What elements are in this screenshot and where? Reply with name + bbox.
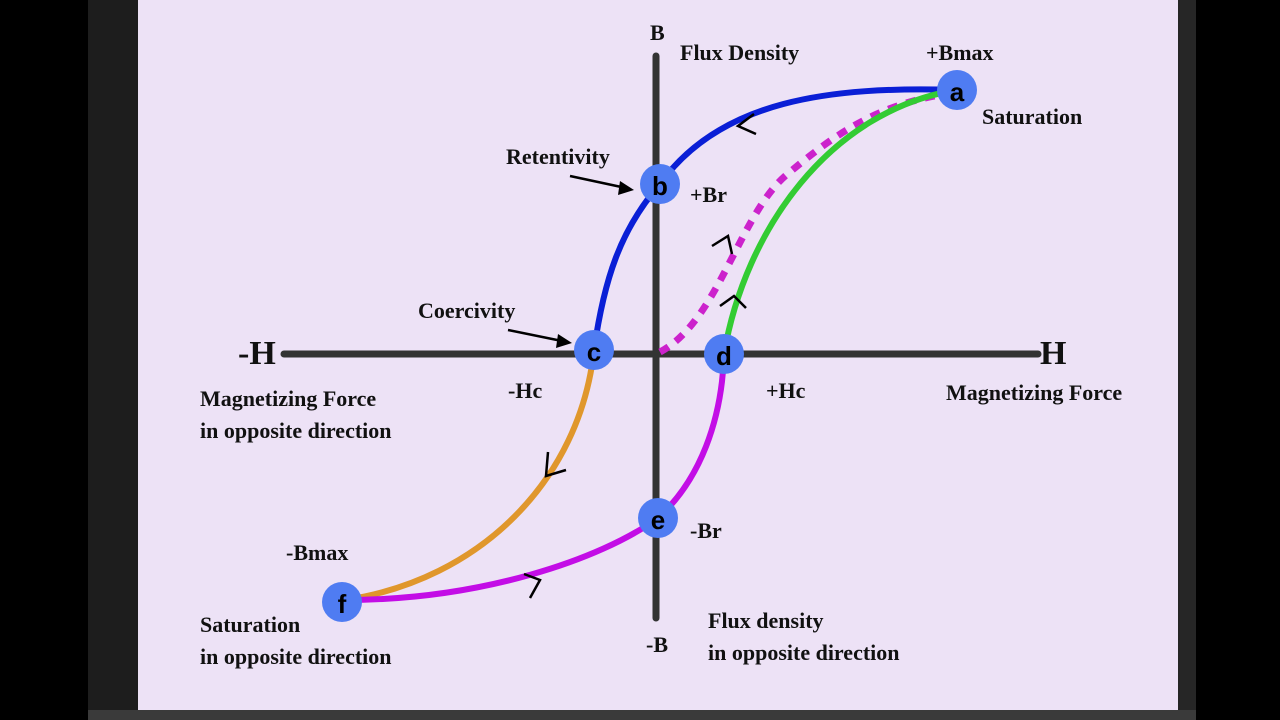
node-e: e	[638, 498, 678, 538]
magnetizing-force-label: Magnetizing Force	[946, 380, 1122, 405]
node-a: a	[937, 70, 977, 110]
svg-text:d: d	[716, 341, 732, 371]
plus-bmax-label: +Bmax	[926, 40, 994, 65]
axis-h-label: H	[1040, 335, 1066, 372]
flux-density-opposite-line1: Flux density	[708, 608, 824, 633]
left-black-bar	[0, 0, 88, 720]
curve-e-to-d	[655, 353, 727, 521]
node-b: b	[640, 164, 680, 204]
svg-text:f: f	[338, 589, 347, 619]
initial-magnetization-curve	[658, 90, 946, 356]
svg-text:a: a	[950, 77, 965, 107]
coercivity-label: Coercivity	[418, 298, 515, 323]
retentivity-arrow	[569, 174, 627, 190]
curve-a-to-b	[657, 86, 958, 186]
arrow-fe	[523, 572, 542, 599]
magnetizing-force-opposite-line1: Magnetizing Force	[200, 386, 376, 411]
svg-text:c: c	[587, 337, 601, 367]
arrow-initial	[711, 234, 734, 255]
curve-d-to-a	[721, 87, 958, 355]
saturation-label: Saturation	[982, 104, 1082, 129]
axis-neg-b-label: -B	[646, 632, 668, 657]
arrow-cf	[544, 451, 567, 478]
right-dark-bar	[1178, 0, 1196, 720]
axis-b-label: B	[650, 20, 665, 45]
curve-f-to-e	[344, 515, 660, 603]
node-d: d	[704, 334, 744, 374]
node-f: f	[322, 582, 362, 622]
arrow-da	[719, 294, 747, 309]
arrow-ab	[735, 113, 757, 136]
saturation-opposite-line2: in opposite direction	[200, 644, 392, 669]
plus-hc-label: +Hc	[766, 378, 806, 403]
neg-hc-label: -Hc	[508, 378, 542, 403]
curve-b-to-c	[591, 182, 663, 351]
curve-c-to-f	[344, 349, 597, 603]
node-c: c	[574, 330, 614, 370]
plus-br-label: +Br	[690, 182, 727, 207]
svg-text:e: e	[651, 505, 665, 535]
svg-text:b: b	[652, 171, 668, 201]
axis-neg-h-label: -H	[238, 335, 276, 372]
coercivity-arrowhead	[556, 334, 572, 348]
coercivity-arrow	[507, 328, 563, 343]
neg-br-label: -Br	[690, 518, 722, 543]
neg-bmax-label: -Bmax	[286, 540, 348, 565]
left-dark-bar	[88, 0, 138, 720]
bottom-progress-bar	[88, 710, 1196, 720]
flux-density-label: Flux Density	[680, 40, 799, 65]
retentivity-label: Retentivity	[506, 144, 610, 169]
magnetizing-force-opposite-line2: in opposite direction	[200, 418, 392, 443]
saturation-opposite-line1: Saturation	[200, 612, 300, 637]
retentivity-arrowhead	[618, 181, 634, 195]
flux-density-opposite-line2: in opposite direction	[708, 640, 900, 665]
